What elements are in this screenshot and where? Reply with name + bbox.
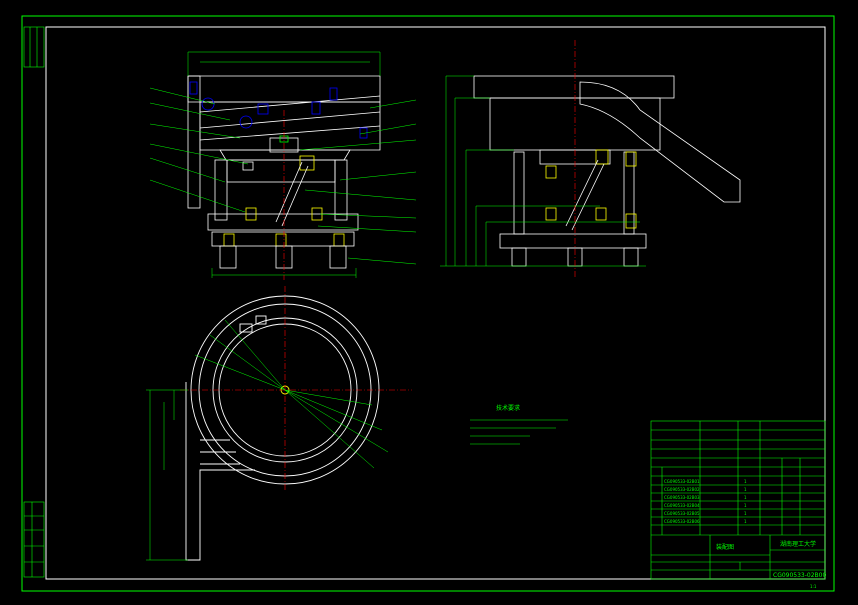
technical-notes: 技术要求 [470, 404, 568, 445]
bom-qty-2: 1 [744, 487, 747, 492]
bom-code-2: CG090533-02B02 [664, 487, 700, 492]
side-view [440, 40, 741, 278]
bom-qty-5: 1 [744, 511, 747, 516]
bom-qty-3: 1 [744, 495, 747, 500]
bom-code-1: CG090533-02B01 [664, 479, 700, 484]
sheet-scale: 1:1 [810, 584, 817, 589]
outer-frame [21, 15, 835, 592]
company-name: 湖南理工大学 [780, 540, 816, 548]
bom-code-4: CG090533-02B04 [664, 503, 700, 508]
bom-qty-1: 1 [744, 479, 747, 484]
bom-rows: CG090533-02B01 CG090533-02B02 CG090533-0… [664, 479, 747, 524]
notes-title: 技术要求 [496, 404, 520, 412]
bom-code-3: CG090533-02B03 [664, 495, 700, 500]
drawing-title: 装配图 [716, 543, 734, 551]
bom-code-6: CG090533-02B06 [664, 519, 700, 524]
title-block [650, 420, 826, 580]
bom-code-5: CG090533-02B05 [664, 511, 700, 516]
bom-qty-6: 1 [744, 519, 747, 524]
inner-frame [45, 26, 826, 580]
bom-qty-4: 1 [744, 503, 747, 508]
top-view [146, 286, 412, 561]
left-strip [23, 26, 45, 578]
drawing-number: CG090533-02B00 [773, 572, 826, 579]
front-view [149, 51, 417, 280]
